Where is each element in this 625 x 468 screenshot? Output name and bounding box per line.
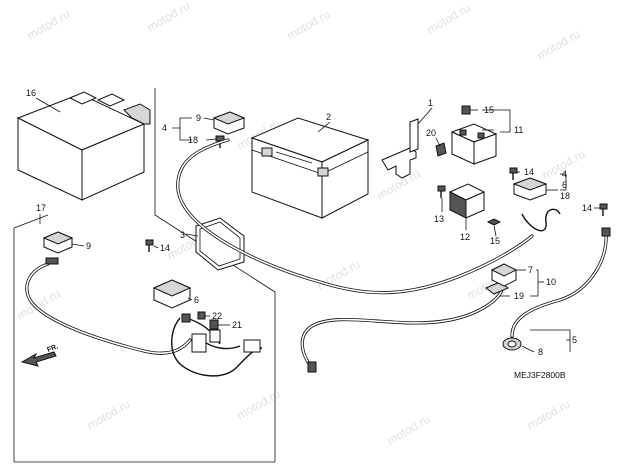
leader-lines [35,97,600,353]
callout-7: 7 [528,265,533,275]
callout-3: 3 [180,230,185,240]
fuse-part-20 [435,142,447,157]
terminal-cover-part-9-top [212,111,246,135]
fuse-harness [171,313,263,377]
callout-8: 8 [538,347,543,357]
diagram-code: MEJ3F2800B [514,370,566,380]
battery-part-2 [250,117,370,219]
terminal-cover-part-6-right [512,177,548,201]
bracket-part-1 [381,118,419,179]
connector-box-part-12 [448,183,486,219]
callout-6-right: 6 [562,180,567,190]
lower-cable [300,288,504,373]
harness-terminal [181,313,191,323]
boot-part-8 [502,337,522,351]
front-arrow: FR. [20,343,59,367]
callout-1: 1 [428,98,433,108]
battery-terminal-pos [317,167,329,177]
bolt-part-14-right [509,167,518,180]
battery-band-line [321,151,369,175]
fuse-holder [191,333,207,353]
callout-4-top: 4 [162,123,167,133]
clip-part-22 [197,311,206,320]
callout-9-top: 9 [196,113,201,123]
callout-21: 21 [232,320,242,330]
callout-17: 17 [36,203,46,213]
boundary-line-top [13,214,49,229]
battery-terminal-neg [261,147,273,157]
ground-terminal [601,227,611,237]
callout-11: 11 [514,125,523,135]
watermark-text: motod.ru [15,287,63,323]
front-arrow-label: FR. [46,343,59,353]
watermark-layer: motod.ru motod.ru motod.ru motod.ru moto… [15,0,588,448]
callout-numbers: 16 2 3 9 4 18 1 20 15 11 13 12 15 14 4 6… [26,88,592,357]
callout-5: 5 [572,335,577,345]
fuse-part-21 [209,319,219,330]
clip-part-15-top [461,105,471,115]
callout-15-top: 15 [484,105,494,115]
battery-case-part-16 [16,91,151,201]
watermark-text: motod.ru [525,397,573,433]
watermark-text: motod.ru [385,412,433,448]
callout-22: 22 [212,311,222,321]
watermark-text: motod.ru [85,397,133,433]
watermark-text: motod.ru [425,1,473,37]
bolt-part-14-left [145,239,154,252]
callout-19: 19 [514,291,524,301]
callout-10: 10 [546,277,556,287]
callout-13: 13 [434,214,444,224]
harness-bolt [45,257,59,265]
callout-14-far-right: 14 [582,203,592,213]
bolt-part-13 [437,185,446,198]
terminal-cover-part-9-lower [42,231,74,254]
callout-14-right: 14 [524,167,534,177]
lower-cable-terminal [307,361,317,373]
relay-connector [209,329,221,343]
harness-connector [243,339,261,353]
callout-6-lower: 6 [194,295,199,305]
cover-part-7 [490,263,518,287]
callout-12: 12 [460,232,470,242]
main-cable [176,138,534,295]
callout-14-left: 14 [160,243,170,253]
callout-16: 16 [26,88,36,98]
callout-20: 20 [426,128,436,138]
right-ground-cable [510,208,611,338]
callout-9-lower: 9 [86,241,91,251]
callout-2: 2 [326,112,331,122]
battery-label-line [275,151,313,164]
watermark-text: motod.ru [285,7,333,43]
pad-inner-outline [199,221,241,267]
harness-cable-part-17 [25,262,192,355]
callout-18-right: 18 [560,191,570,201]
callout-18-top: 18 [188,135,198,145]
bolt-part-14-far-right [599,203,608,216]
watermark-text: motod.ru [535,27,583,63]
relay-part-11 [450,123,498,165]
callout-15-lower: 15 [490,236,500,246]
terminal-cover-part-6-lower [152,279,192,309]
clip-part-15-lower [486,218,502,226]
callout-4-right: 4 [562,169,567,179]
watermark-text: motod.ru [145,0,193,35]
watermark-text: motod.ru [25,7,73,43]
